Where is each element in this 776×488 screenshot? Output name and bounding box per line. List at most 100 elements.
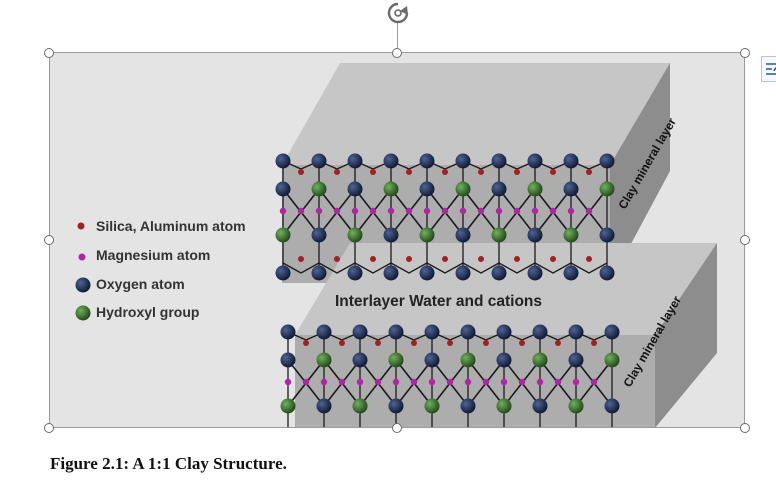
lattice-bond (498, 262, 536, 274)
oxygen-atom (311, 265, 327, 281)
silica-atom (586, 256, 592, 262)
oxygen-atom (455, 265, 471, 281)
hydroxyl-group (419, 227, 435, 243)
resize-handle-top-right[interactable] (740, 48, 750, 58)
oxygen-atom (496, 352, 512, 368)
magnesium-atom (477, 207, 485, 215)
magnesium-atom (531, 207, 539, 215)
silica-atom (406, 256, 412, 262)
magnesium-atom (356, 378, 364, 386)
silica-atom (519, 340, 525, 346)
oxygen-atom (455, 227, 471, 243)
rotate-icon[interactable] (385, 0, 411, 26)
lattice-bond (534, 262, 572, 274)
magnesium-atom (513, 207, 521, 215)
resize-handle-top-middle[interactable] (392, 48, 402, 58)
resize-handle-bottom-middle[interactable] (392, 423, 402, 433)
oxygen-atom (496, 324, 512, 340)
magnesium-atom (464, 378, 472, 386)
selected-image[interactable]: Silica, Aluminum atom Magnesium atom Oxy… (50, 53, 745, 428)
magnesium-atom (374, 378, 382, 386)
hydroxyl-group (316, 352, 332, 368)
magnesium-atom (405, 207, 413, 215)
magnesium-atom (302, 378, 310, 386)
bottom-block-top-face (295, 243, 717, 335)
oxygen-atom (460, 324, 476, 340)
rotate-handle-stem (397, 22, 398, 48)
oxygen-atom (388, 398, 404, 414)
resize-handle-top-left[interactable] (44, 48, 54, 58)
oxygen-atom (275, 265, 291, 281)
layout-options-button[interactable] (761, 56, 776, 82)
figure-caption: Figure 2.1: A 1:1 Clay Structure. (50, 454, 287, 473)
hydroxyl-group (424, 398, 440, 414)
magnesium-atom (410, 378, 418, 386)
interlayer-label: Interlayer Water and cations (335, 293, 542, 310)
lattice-bond (354, 262, 392, 274)
magnesium-atom (351, 207, 359, 215)
magnesium-atom (495, 207, 503, 215)
magnesium-atom (392, 378, 400, 386)
oxygen-atom (424, 352, 440, 368)
bottom-clay-layer-block (295, 243, 717, 428)
hydroxyl-group (383, 181, 399, 197)
bottom-block-front-face (295, 335, 655, 428)
silica-atom (298, 256, 304, 262)
clay-structure-diagram: Silica, Aluminum atom Magnesium atom Oxy… (75, 63, 717, 428)
oxygen-atom (275, 181, 291, 197)
resize-handle-bottom-right[interactable] (740, 423, 750, 433)
silica-atom (514, 256, 520, 262)
oxygen-atom (347, 153, 363, 169)
oxygen-atom (527, 153, 543, 169)
oxygen-atom (316, 324, 332, 340)
oxygen-atom (275, 153, 291, 169)
oxygen-atom (599, 227, 615, 243)
silica-atom (442, 169, 448, 175)
silica-atom (339, 340, 345, 346)
legend-magnesium-swatch (78, 253, 86, 261)
top-block-top-face (282, 63, 670, 165)
hydroxyl-group (352, 398, 368, 414)
silica-atom (406, 169, 412, 175)
lattice-bond (426, 262, 464, 274)
resize-handle-bottom-left[interactable] (44, 423, 54, 433)
silica-atom (550, 169, 556, 175)
hydroxyl-group (563, 227, 579, 243)
oxygen-atom (388, 324, 404, 340)
silica-atom (447, 340, 453, 346)
oxygen-atom (352, 352, 368, 368)
oxygen-atom (563, 265, 579, 281)
silica-atom (375, 340, 381, 346)
magnesium-atom (518, 378, 526, 386)
lattice-bond (462, 262, 500, 274)
oxygen-atom (527, 265, 543, 281)
magnesium-atom (428, 378, 436, 386)
oxygen-atom (532, 324, 548, 340)
resize-handle-middle-right[interactable] (740, 235, 750, 245)
magnesium-atom (315, 207, 323, 215)
magnesium-atom (284, 378, 292, 386)
silica-atom (298, 169, 304, 175)
legend: Silica, Aluminum atom Magnesium atom Oxy… (75, 218, 246, 321)
magnesium-atom (572, 378, 580, 386)
magnesium-atom (387, 207, 395, 215)
legend-magnesium-label: Magnesium atom (96, 247, 210, 263)
silica-atom (591, 340, 597, 346)
magnesium-atom (585, 207, 593, 215)
hydroxyl-group (496, 398, 512, 414)
magnesium-atom (279, 207, 287, 215)
magnesium-atom (338, 378, 346, 386)
oxygen-atom (352, 324, 368, 340)
magnesium-atom (423, 207, 431, 215)
oxygen-atom (491, 181, 507, 197)
magnesium-atom (567, 207, 575, 215)
lattice-bond (570, 262, 608, 274)
hydroxyl-group (460, 352, 476, 368)
hydroxyl-group (311, 181, 327, 197)
silica-atom (555, 340, 561, 346)
resize-handle-middle-left[interactable] (44, 235, 54, 245)
hydroxyl-group (388, 352, 404, 368)
oxygen-atom (316, 398, 332, 414)
oxygen-atom (280, 352, 296, 368)
oxygen-atom (419, 153, 435, 169)
